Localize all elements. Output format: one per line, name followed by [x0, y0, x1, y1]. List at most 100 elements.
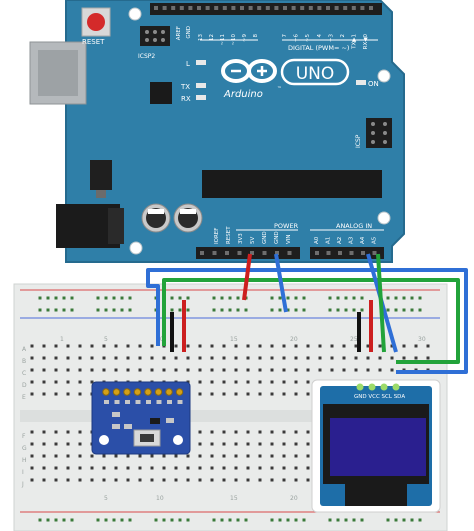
breadboard-hole	[54, 454, 58, 458]
breadboard-hole	[282, 356, 286, 360]
breadboard-hole	[174, 466, 178, 470]
breadboard-hole	[378, 356, 382, 360]
col-number-10-bottom: 10	[156, 495, 164, 502]
header-pin	[326, 251, 331, 255]
col-number-1: 1	[60, 336, 64, 343]
icsp2-label: ICSP2	[138, 53, 155, 60]
breadboard-hole	[54, 344, 58, 348]
rail-hole	[54, 296, 58, 300]
breadboard-hole	[54, 466, 58, 470]
breadboard-hole	[222, 368, 226, 372]
breadboard-hole	[318, 356, 322, 360]
rail-hole	[286, 518, 290, 522]
rail-hole	[418, 296, 422, 300]
breadboard-hole	[258, 368, 262, 372]
sensor-smd-part	[150, 418, 160, 424]
header-pin	[222, 6, 227, 10]
rail-hole	[104, 296, 108, 300]
breadboard-hole	[30, 368, 34, 372]
breadboard-hole	[258, 380, 262, 384]
breadboard-hole	[198, 478, 202, 482]
rail-hole	[278, 518, 282, 522]
breadboard-hole	[42, 380, 46, 384]
breadboard-hole	[198, 392, 202, 396]
mounting-hole	[128, 7, 142, 21]
rail-hole	[70, 518, 74, 522]
sensor-smd-part	[156, 400, 162, 404]
breadboard-hole	[258, 466, 262, 470]
rail-hole	[410, 518, 414, 522]
row-label-e: E	[22, 394, 26, 401]
col-number-20-bottom: 20	[290, 495, 298, 502]
col-number-15: 15	[230, 336, 238, 343]
arduino-logo-icon	[221, 59, 277, 83]
header-pin	[262, 251, 267, 255]
brand-label: Arduino	[223, 89, 263, 100]
breadboard-hole	[30, 356, 34, 360]
rail-hole	[394, 518, 398, 522]
row-label-g: G	[22, 445, 27, 452]
breadboard-hole	[342, 356, 346, 360]
breadboard-hole	[234, 380, 238, 384]
breadboard-hole	[30, 466, 34, 470]
header-pin	[179, 6, 184, 10]
breadboard-hole	[234, 466, 238, 470]
sensor-smd-part	[177, 400, 183, 404]
rail-hole	[294, 308, 298, 312]
sensor-smd-part	[125, 400, 130, 404]
header-pin	[287, 251, 292, 255]
breadboard-hole	[150, 356, 154, 360]
header-pin	[275, 251, 279, 255]
sensor-pin-row	[102, 388, 184, 404]
microcontroller-chip	[202, 170, 382, 198]
icsp2-header	[140, 26, 170, 46]
breadboard-hole	[30, 344, 34, 348]
pressure-sensor-module	[91, 381, 191, 455]
header-pin	[225, 251, 229, 255]
sensor-pin	[144, 388, 152, 396]
analog-header-label: ANALOG IN	[336, 222, 372, 230]
reset-button-cap[interactable]	[87, 13, 105, 31]
rail-hole	[220, 296, 224, 300]
breadboard-hole	[138, 466, 142, 470]
voltage-regulator-tab	[96, 190, 106, 198]
breadboard-hole	[306, 466, 310, 470]
sensor-chip-hole	[140, 434, 154, 442]
breadboard-hole	[174, 478, 178, 482]
rail-hole	[38, 296, 42, 300]
rail-hole	[186, 296, 190, 300]
breadboard-hole	[306, 368, 310, 372]
breadboard-hole	[54, 356, 58, 360]
breadboard-hole	[42, 344, 46, 348]
rail-hole	[104, 308, 108, 312]
breadboard-hole	[210, 430, 214, 434]
breadboard-hole	[66, 356, 70, 360]
header-pin	[338, 251, 342, 255]
breadboard-hole	[294, 442, 298, 446]
wire-red-5v	[242, 253, 252, 301]
rail-hole	[386, 296, 390, 300]
header-pin	[231, 6, 236, 10]
breadboard-hole	[78, 430, 82, 434]
rail-hole	[186, 518, 190, 522]
breadboard-hole	[138, 454, 142, 458]
rail-hole	[178, 518, 182, 522]
rail-hole	[170, 308, 174, 312]
breadboard-hole	[78, 466, 82, 470]
breadboard-hole	[210, 392, 214, 396]
breadboard-hole	[222, 466, 226, 470]
breadboard-hole	[42, 430, 46, 434]
breadboard-hole	[78, 356, 82, 360]
breadboard-hole	[366, 344, 370, 348]
rail-hole	[278, 308, 282, 312]
header-pin	[300, 6, 305, 10]
sensor-smd-part	[112, 424, 120, 429]
breadboard-hole	[30, 380, 34, 384]
rail-hole	[54, 518, 58, 522]
breadboard-hole	[186, 368, 190, 372]
breadboard-hole	[234, 442, 238, 446]
breadboard-hole	[234, 392, 238, 396]
breadboard-hole	[306, 430, 310, 434]
breadboard-hole	[306, 478, 310, 482]
rail-hole	[96, 308, 100, 312]
